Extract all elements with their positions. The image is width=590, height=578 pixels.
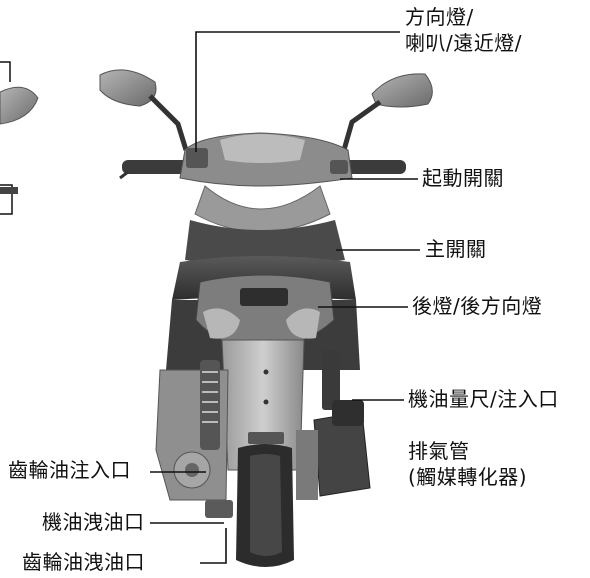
leader-lines [150, 31, 420, 564]
main-switch-label: 主開關 [425, 237, 487, 261]
horn-beam-label: 喇叭/遠近燈/ [405, 31, 522, 55]
left-mirror [99, 69, 189, 151]
partial-left-figure [0, 61, 39, 215]
leader-turn-signal [195, 31, 400, 152]
exhaust [296, 350, 371, 500]
engine-oil-drain-label: 機油洩油口 [42, 510, 145, 534]
turn-signal-label: 方向燈/ [405, 5, 474, 29]
exhaust-label: 排氣管 [408, 439, 470, 463]
handlebar [119, 132, 406, 187]
leader-gear-drain [200, 528, 227, 564]
right-mirror [341, 73, 433, 151]
tail-light-label: 後燈/後方向燈 [412, 294, 543, 318]
gear-oil-drain-label: 齒輪油洩油口 [22, 550, 145, 574]
scooter-body [166, 185, 360, 471]
oil-dipstick-label: 機油量尺/注入口 [408, 387, 559, 411]
gear-oil-fill-label: 齒輪油注入口 [8, 458, 131, 482]
engine-area [155, 360, 233, 518]
starter-switch-label: 起動開關 [422, 166, 504, 190]
rear-wheel [236, 444, 294, 567]
catalytic-converter-label: (觸媒轉化器) [408, 465, 528, 489]
